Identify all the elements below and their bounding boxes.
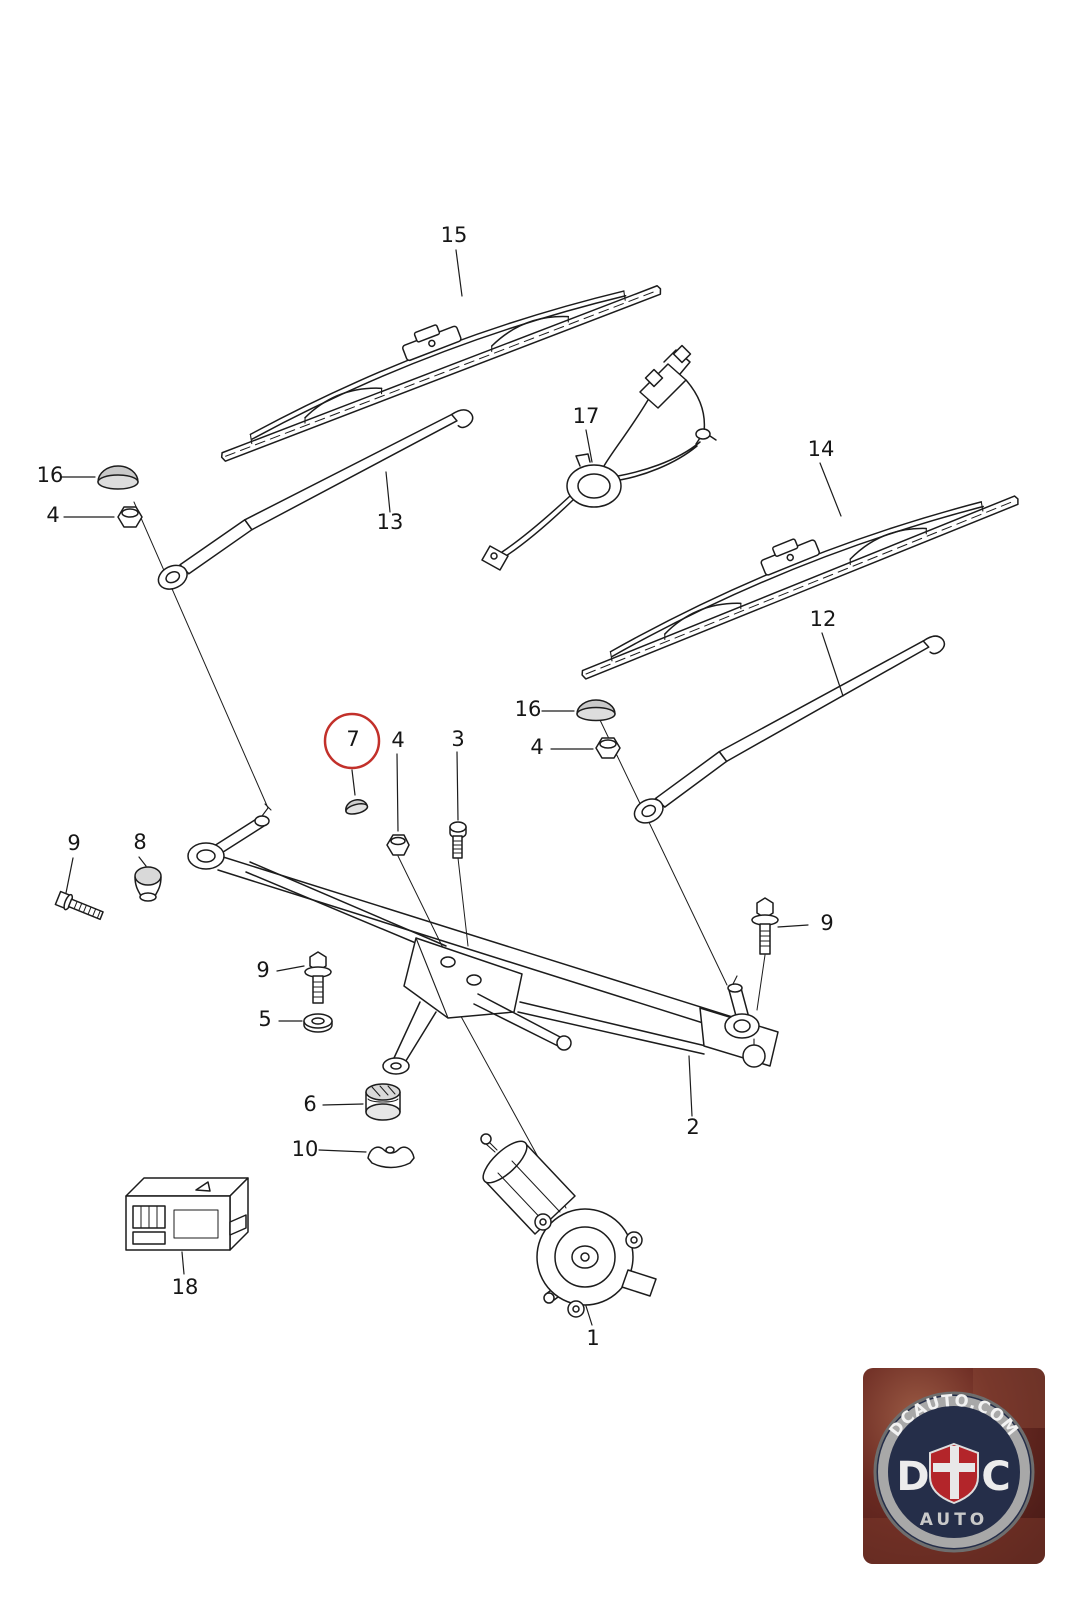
damper-grommet-6	[365, 1083, 401, 1121]
wiper-motor	[480, 1133, 657, 1318]
callout-4-inner: 4	[391, 728, 405, 752]
clip-10	[367, 1146, 415, 1169]
callout-8: 8	[133, 830, 147, 854]
wiper-arm-13	[147, 405, 484, 595]
bolt-9-left	[54, 890, 104, 921]
callout-13: 13	[376, 510, 404, 534]
highlight-circle	[323, 712, 381, 770]
callout-14: 14	[807, 437, 835, 461]
hose-assembly	[481, 344, 717, 571]
callout-10: 10	[291, 1137, 319, 1161]
logo-word: AUTO	[920, 1510, 989, 1530]
control-module	[125, 1177, 249, 1251]
callout-3: 3	[451, 727, 465, 751]
nut-4-center	[595, 737, 621, 759]
leader-lines	[61, 249, 844, 1326]
grommet-8	[134, 866, 162, 902]
cap-16-left	[97, 465, 139, 490]
nut-4-inner	[386, 834, 410, 856]
callout-12: 12	[809, 607, 837, 631]
wiper-arm-12	[623, 631, 957, 829]
callout-4-left: 4	[46, 503, 60, 527]
logo-letter-right: C	[981, 1454, 1010, 1500]
callout-9-right: 9	[820, 911, 834, 935]
washer-5	[303, 1013, 333, 1033]
callout-9-middle: 9	[256, 958, 270, 982]
callout-1: 1	[586, 1326, 600, 1350]
assembly-axis-lines	[133, 501, 766, 1209]
logo-letter-left: D	[896, 1454, 929, 1500]
grommet-7	[345, 799, 369, 815]
wiper-blade-14	[563, 454, 1021, 681]
callout-5: 5	[258, 1007, 272, 1031]
cap-16-center	[576, 699, 616, 722]
callout-15: 15	[440, 223, 468, 247]
callout-2: 2	[686, 1115, 700, 1139]
bolt-9-right	[751, 897, 779, 955]
callout-4-center: 4	[530, 735, 544, 759]
bolt-9-middle	[304, 951, 332, 1004]
callout-7-highlighted: 7	[346, 727, 360, 751]
callout-9-left: 9	[67, 831, 81, 855]
callout-17: 17	[572, 404, 600, 428]
callout-18: 18	[171, 1275, 199, 1299]
bolt-3	[449, 821, 467, 859]
nut-4-left	[117, 506, 143, 528]
dcauto-logo: DCAUTO.COM D C AUTO	[863, 1368, 1045, 1564]
wiper-linkage-frame	[187, 803, 779, 1075]
callout-6: 6	[303, 1092, 317, 1116]
callout-16-left: 16	[36, 463, 64, 487]
callout-16-center: 16	[514, 697, 542, 721]
